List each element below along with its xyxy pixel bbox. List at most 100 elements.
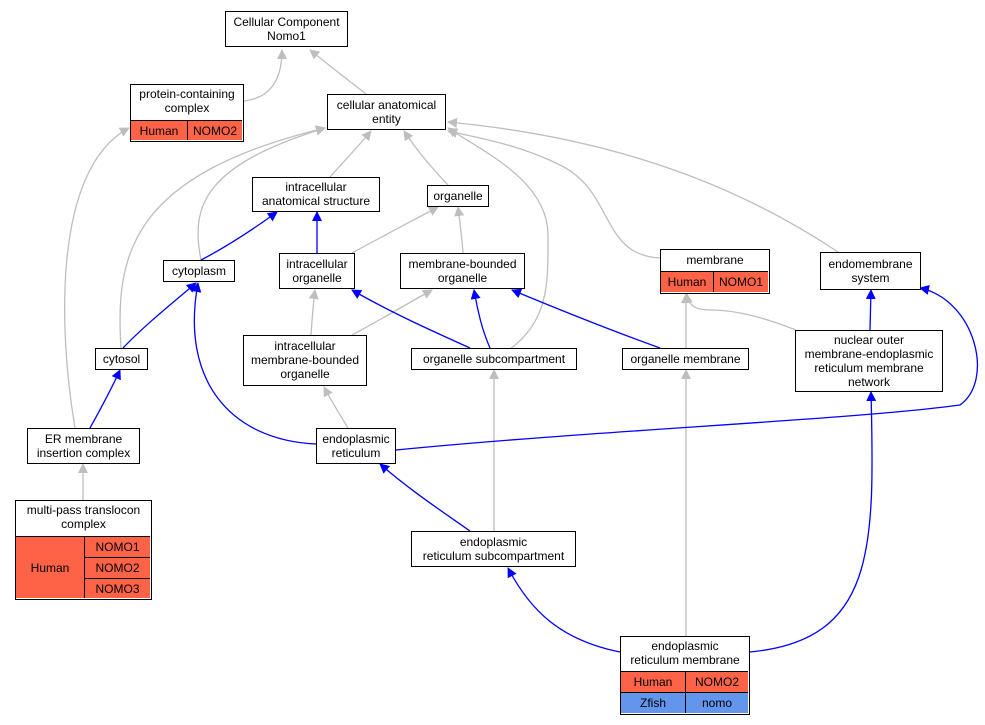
edge-mbo-organelle xyxy=(454,206,465,254)
node-label: organelle xyxy=(433,189,483,203)
edge-ias-cae xyxy=(329,130,372,178)
edge-ermem-nuclear xyxy=(749,391,877,653)
edge-subcomp-cae xyxy=(447,127,549,350)
node-label: cytosol xyxy=(102,352,141,366)
edge-complex-root xyxy=(243,49,287,102)
node-label: cytoplasm xyxy=(171,264,227,278)
node-intracellular-anatomical-structure[interactable]: intracellular anatomical structure xyxy=(252,177,380,212)
edge-imbo-mbo xyxy=(351,289,433,336)
node-label-line: endomembrane xyxy=(828,257,913,271)
node-label-line: intracellular xyxy=(285,180,347,194)
gene-cell-nomo2[interactable]: NOMO2 xyxy=(84,557,150,578)
node-label-line: membrane-bounded xyxy=(250,353,360,367)
node-endoplasmic-reticulum[interactable]: endoplasmic reticulum xyxy=(316,428,396,464)
gene-cell-nomo1[interactable]: NOMO1 xyxy=(84,536,150,557)
edge-er-cytoplasm xyxy=(191,282,317,445)
node-label-line: reticulum membrane xyxy=(630,653,740,667)
edge-endomembrane-cae xyxy=(447,117,839,253)
edge-cae-root xyxy=(309,49,367,95)
node-cytosol[interactable]: cytosol xyxy=(95,348,148,370)
node-cellular-component[interactable]: Cellular Component Nomo1 xyxy=(225,11,348,47)
node-label-line: complex xyxy=(61,517,106,531)
node-organelle-membrane[interactable]: organelle membrane xyxy=(622,348,749,370)
node-label-line: network xyxy=(847,375,891,389)
node-membrane[interactable]: membrane Human NOMO1 xyxy=(660,249,770,294)
node-label: membrane xyxy=(686,253,744,267)
gene-cell-nomo2[interactable]: NOMO2 xyxy=(685,671,748,692)
node-label-line: insertion complex xyxy=(36,446,131,460)
node-label-line: organelle xyxy=(437,271,488,285)
edge-nuclear-membrane xyxy=(682,293,797,331)
node-er-subcompartment[interactable]: endoplasmic reticulum subcompartment xyxy=(411,531,576,567)
edge-cytosol-cytoplasm xyxy=(122,282,197,349)
node-membrane-bounded-organelle[interactable]: membrane-bounded organelle xyxy=(400,253,525,289)
edge-ermem-ersub xyxy=(507,567,621,653)
node-label-line: organelle xyxy=(292,271,342,285)
edge-insertion-cytosol xyxy=(89,369,121,429)
node-protein-containing-complex[interactable]: protein-containing complex Human NOMO2 xyxy=(130,84,244,142)
edge-er-imbo xyxy=(323,386,349,429)
gene-cell-nomo1[interactable]: NOMO1 xyxy=(713,271,768,292)
edge-organelle-cae xyxy=(403,130,449,186)
node-label-line: system xyxy=(851,271,890,285)
node-label-line: Nomo1 xyxy=(267,29,306,43)
node-endomembrane-system[interactable]: endomembrane system xyxy=(820,252,921,290)
node-label-line: entity xyxy=(372,112,401,126)
node-label-line: intracellular xyxy=(286,257,348,271)
species-cell-human: Human xyxy=(131,120,187,140)
edge-imbo-io xyxy=(308,289,319,336)
node-organelle[interactable]: organelle xyxy=(427,185,489,207)
node-label-line: protein-containing xyxy=(139,87,235,101)
node-organelle-subcompartment[interactable]: organelle subcompartment xyxy=(411,348,577,370)
node-er-membrane-insertion-complex[interactable]: ER membrane insertion complex xyxy=(27,428,140,464)
edge-subcomp-io xyxy=(351,289,471,349)
node-label-line: cellular anatomical xyxy=(336,98,437,112)
edge-orgmem-mbo xyxy=(511,288,661,349)
node-label-line: endoplasmic xyxy=(651,639,719,653)
edge-insertion-complex xyxy=(64,127,130,429)
node-cellular-anatomical-entity[interactable]: cellular anatomical entity xyxy=(327,94,446,130)
node-label-line: endoplasmic xyxy=(459,535,528,549)
node-nuclear-outer-membrane-er-network[interactable]: nuclear outer membrane-endoplasmic retic… xyxy=(795,330,943,392)
node-label-line: reticulum xyxy=(331,446,381,460)
node-label: organelle membrane xyxy=(630,352,741,366)
node-label-line: membrane-bounded xyxy=(408,257,517,271)
edge-cytoplasm-ias xyxy=(200,211,278,261)
edge-cytosol-cae xyxy=(119,125,326,349)
node-label-line: ER membrane xyxy=(44,432,123,446)
edge-nuclear-endo xyxy=(865,289,876,331)
species-cell-human: Human xyxy=(16,536,84,598)
edge-io-organelle xyxy=(351,206,439,254)
node-label-line: Cellular Component xyxy=(233,15,340,29)
node-er-membrane[interactable]: endoplasmic reticulum membrane Human NOM… xyxy=(620,636,750,715)
edge-cytoplasm-cae xyxy=(197,125,326,261)
edge-membrane-cae xyxy=(447,128,661,259)
gene-cell-nomo3[interactable]: NOMO3 xyxy=(84,578,150,598)
node-label: organelle subcompartment xyxy=(422,352,566,366)
edge-er-endo xyxy=(395,285,979,451)
node-label-line: intracellular xyxy=(274,339,336,353)
node-label-line: endoplasmic xyxy=(322,432,390,446)
species-cell-zfish: Zfish xyxy=(621,692,685,713)
node-label-line: organelle xyxy=(280,367,330,381)
gene-cell-nomo[interactable]: nomo xyxy=(685,692,748,713)
species-cell-human: Human xyxy=(621,671,685,692)
node-label-line: anatomical structure xyxy=(261,194,371,208)
gene-cell-nomo2[interactable]: NOMO2 xyxy=(187,120,242,140)
node-label-line: complex xyxy=(164,101,210,115)
edge-ersub-er xyxy=(379,463,471,532)
node-intracellular-membrane-bounded-organelle[interactable]: intracellular membrane-bounded organelle xyxy=(243,335,367,386)
node-label-line: membrane-endoplasmic xyxy=(804,347,934,361)
node-cytoplasm[interactable]: cytoplasm xyxy=(163,260,235,282)
part-of-edges xyxy=(89,211,979,653)
node-label-line: reticulum subcompartment xyxy=(422,549,565,563)
node-label-line: multi-pass translocon xyxy=(26,503,141,517)
is-a-edges xyxy=(64,49,839,636)
node-label-line: nuclear outer xyxy=(833,333,905,347)
edge-subcomp-mbo xyxy=(470,289,491,349)
node-intracellular-organelle[interactable]: intracellular organelle xyxy=(279,253,355,289)
node-multi-pass-translocon-complex[interactable]: multi-pass translocon complex Human NOMO… xyxy=(15,500,152,600)
node-label-line: reticulum membrane xyxy=(814,361,924,375)
species-cell-human: Human xyxy=(661,271,713,292)
